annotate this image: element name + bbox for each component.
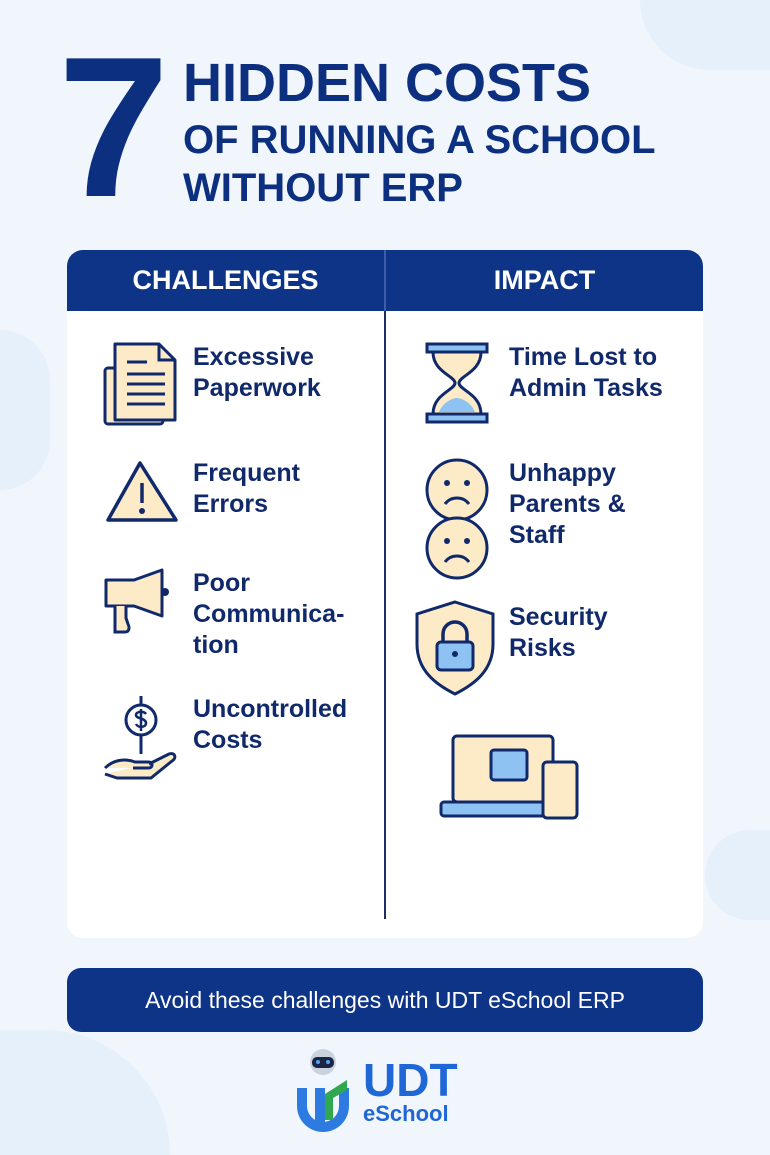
decor-blob — [0, 330, 50, 490]
impact-item: Security Risks — [415, 600, 608, 696]
devices-icon — [439, 734, 579, 820]
megaphone-icon — [104, 568, 169, 634]
challenge-item: Excessive Paperwork — [103, 342, 321, 426]
challenge-item: Poor Communica- tion — [103, 568, 344, 661]
impact-label: Security Risks — [509, 603, 608, 662]
header-challenges: CHALLENGES — [67, 250, 386, 311]
column-divider — [384, 311, 386, 919]
money-hand-icon — [103, 696, 177, 780]
decor-blob — [640, 0, 770, 70]
cta-banner: Avoid these challenges with UDT eSchool … — [67, 968, 703, 1032]
table-header: CHALLENGES IMPACT — [67, 250, 703, 311]
title-line-1: HIDDEN COSTS — [183, 53, 592, 113]
challenge-label: Excessive Paperwork — [193, 343, 321, 402]
title-number: 7 — [58, 16, 169, 239]
header-impact: IMPACT — [493, 265, 596, 295]
impact-item: Unhappy Parents & Staff — [423, 458, 626, 580]
comparison-table: CHALLENGES IMPACT Excessive Paperwork Fr… — [67, 250, 703, 938]
udt-eschool-logo: UDT eSchool — [293, 1048, 458, 1134]
challenge-item: Uncontrolled Costs — [103, 694, 347, 786]
shield-lock-icon — [415, 600, 495, 696]
sad-faces-icon — [425, 458, 489, 580]
impact-label: Time Lost to Admin Tasks — [509, 343, 663, 402]
title-line-2: OF RUNNING A SCHOOL — [183, 118, 656, 162]
impact-label: Unhappy Parents & Staff — [509, 459, 626, 549]
decor-blob — [0, 1030, 170, 1155]
decor-blob — [705, 830, 770, 920]
challenge-label: Uncontrolled Costs — [193, 695, 348, 754]
logo-subtitle: eSchool — [363, 1101, 449, 1126]
robot-logo-icon — [297, 1049, 349, 1132]
title-line-3: WITHOUT ERP — [183, 166, 463, 210]
challenge-item: Frequent Errors — [103, 458, 300, 528]
warning-icon — [106, 461, 178, 522]
logo-name: UDT — [363, 1054, 458, 1106]
impact-item: Time Lost to Admin Tasks — [423, 342, 663, 424]
challenge-label: Poor Communica- tion — [193, 569, 345, 659]
challenge-label: Frequent Errors — [193, 459, 300, 518]
hourglass-icon — [425, 342, 489, 424]
documents-icon — [103, 342, 177, 426]
